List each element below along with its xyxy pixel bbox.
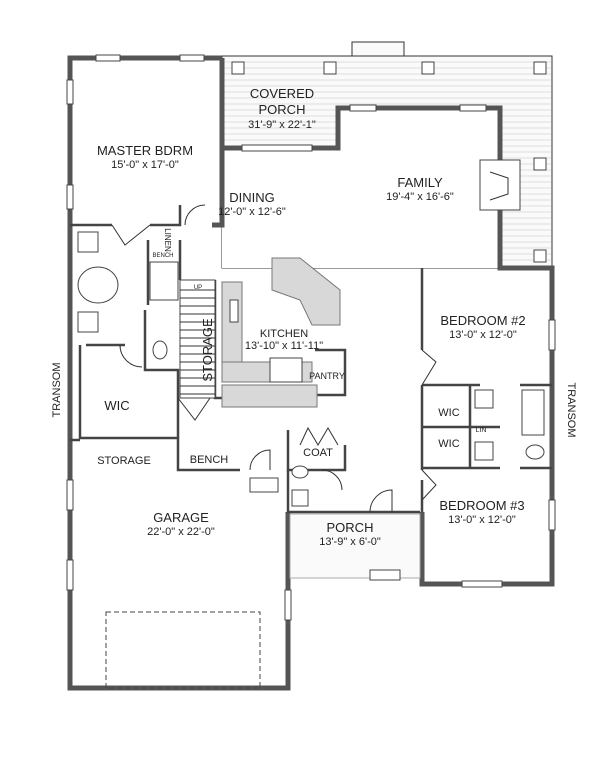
transom-left-label: TRANSOM [51, 363, 63, 418]
dining-label: DINING [229, 190, 275, 205]
sink [77, 311, 99, 333]
exterior-walls [67, 55, 555, 691]
wic-bed3-label: WIC [438, 438, 459, 450]
fireplace [479, 159, 521, 211]
garage-door [105, 611, 261, 689]
sink [474, 389, 494, 409]
bedroom3-label: BEDROOM #3 [439, 498, 524, 513]
kitchen-label: KITCHEN [260, 328, 308, 340]
linen-label: LINEN [163, 228, 172, 252]
kitchen-island [271, 257, 341, 326]
windows [66, 54, 556, 621]
toilet [525, 444, 545, 460]
kitchen-counters [221, 257, 341, 408]
toilet [291, 465, 309, 479]
sink [77, 231, 99, 253]
bathtub [521, 389, 545, 436]
storage-label: STORAGE [97, 455, 151, 467]
garage-label: GARAGE [153, 510, 209, 525]
stairs [179, 279, 216, 399]
bench-small-label: BENCH [152, 253, 173, 259]
pantry-label: PANTRY [309, 371, 345, 381]
water-heater [249, 477, 279, 493]
coat-label: COAT [303, 447, 333, 459]
transom-right-label: TRANSOM [565, 383, 577, 438]
stair-storage-label: STORAGE [200, 318, 215, 382]
wic-master-label: WIC [104, 398, 129, 413]
family-label: FAMILY [397, 175, 443, 190]
porch-dims: 13'-9" x 6'-0" [319, 536, 381, 548]
bedroom2-label: BEDROOM #2 [440, 313, 525, 328]
covered-porch-dims: 31'-9" x 22'-1" [248, 119, 316, 131]
bedroom3-dims: 13'-0" x 12'-0" [448, 514, 516, 526]
porch-label: PORCH [327, 520, 374, 535]
door-swings [111, 204, 437, 513]
fixtures [77, 231, 545, 507]
sink [291, 489, 309, 507]
garage-dims: 22'-0" x 22'-0" [147, 526, 215, 538]
kitchen-dims: 13'-10" x 11'-11" [245, 340, 323, 352]
family-dims: 19'-4" x 16'-6" [386, 191, 454, 203]
dining-dims: 12'-0" x 12'-6" [218, 206, 286, 218]
wic-bed2-label: WIC [438, 407, 459, 419]
master-bdrm-dims: 15'-0" x 17'-0" [111, 159, 179, 171]
up-label: UP [194, 285, 202, 291]
chimney-cap [351, 41, 405, 57]
covered-porch-label-2: PORCH [259, 102, 306, 117]
bedroom2-dims: 13'-0" x 12'-0" [449, 329, 517, 341]
bathtub [77, 266, 119, 304]
sink [474, 441, 494, 461]
covered-porch-label: COVERED [250, 86, 314, 101]
range [229, 299, 239, 323]
firebox [489, 171, 509, 201]
lin-label: LIN [476, 427, 487, 434]
master-bdrm-label: MASTER BDRM [97, 143, 193, 158]
front-porch [289, 513, 421, 581]
toilet [152, 340, 168, 360]
bench-label: BENCH [190, 454, 229, 466]
shower [149, 261, 179, 301]
